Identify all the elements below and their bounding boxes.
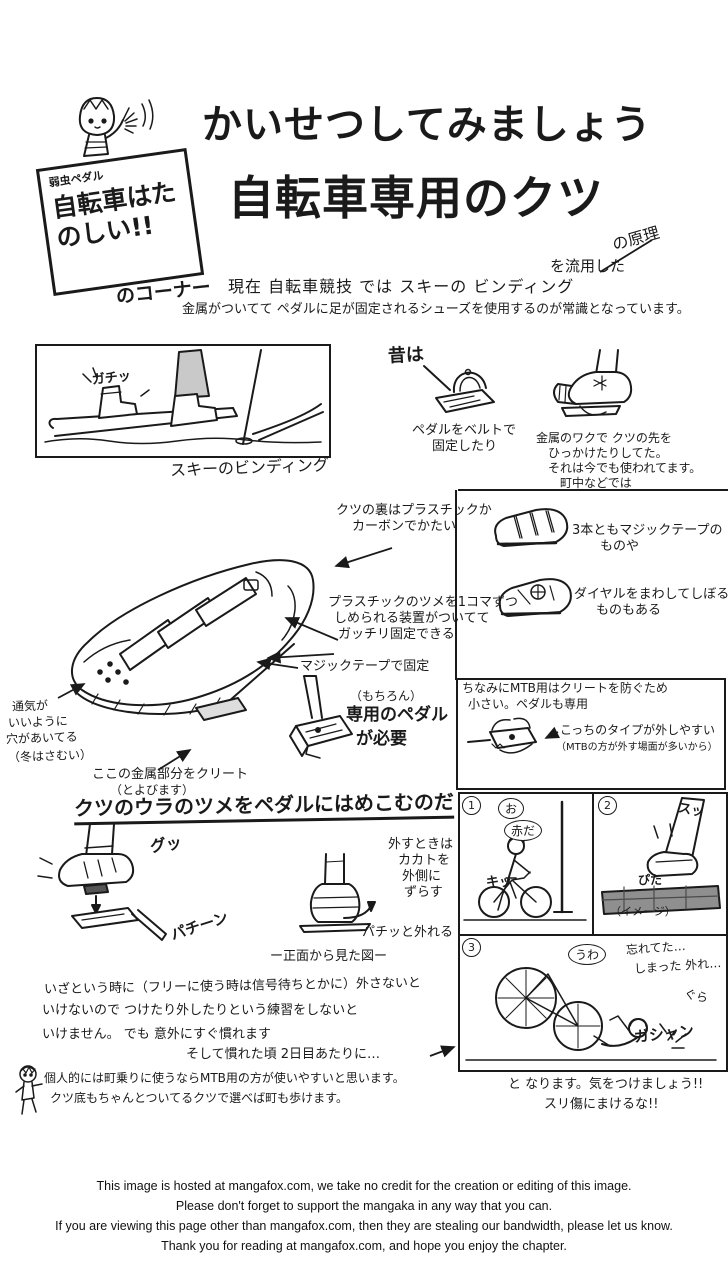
clip-caption-1: 金属のワクで クツの先を	[536, 431, 672, 445]
road-pedal-illustration	[262, 674, 358, 786]
page-title-line2: 自転車専用のクツ	[228, 171, 604, 225]
title-insert-note: を流用した	[550, 257, 626, 275]
practice-line1: いざという時に（フリーに使う時は信号待ちとかに）外さないと	[43, 975, 422, 998]
vent-note-3: 穴があいてる	[5, 729, 78, 747]
velcro-variant-1: 3本ともマジックテープの	[572, 523, 723, 538]
velcro-variant-2: ものや	[600, 539, 640, 554]
footer-line1: This image is hosted at mangafox.com, we…	[96, 1179, 632, 1193]
pedal-note-2: 専用のペダル	[346, 705, 448, 725]
comic-p1-bubble1: お	[498, 798, 525, 819]
hosting-footer: This image is hosted at mangafox.com, we…	[0, 1176, 728, 1256]
sole-note-2: カーボンでかたい	[352, 519, 457, 534]
mtb-note2: （MTBの方が外す場面が多いから）	[556, 742, 718, 753]
old-days-heading: 昔は	[387, 344, 425, 367]
clip-caption-2: ひっかけたりしてた。	[548, 446, 668, 460]
rule-vertical-divider	[455, 490, 457, 680]
comic-p1-illustration	[460, 794, 590, 932]
mtb-note1: こっちのタイプが外しやすい	[560, 723, 716, 737]
vent-note-1: 通気が	[11, 698, 49, 714]
ratchet-note-2: しめられる装置がついてて	[334, 611, 490, 626]
mtb-line2: 小さい。ペダルも専用	[468, 697, 589, 711]
cleat-note-1: ここの金属部分をクリート	[92, 767, 249, 782]
comic-p1-bubble2: 赤だ	[504, 820, 543, 841]
mtb-pedal-illustration	[462, 700, 562, 780]
pedal-note-1: （もちろん）	[350, 689, 423, 703]
intro-line1: 現在 自転車競技 では スキーの ビンディング	[228, 277, 575, 296]
sign-text: 自転車はたのしい!!	[50, 177, 178, 253]
practice-line3: いけません。 でも 意外にすぐ慣れます	[42, 1027, 272, 1042]
vent-note-4: （冬はさむい）	[7, 747, 93, 765]
sole-note-1: クツの裏はプラスチックか	[336, 503, 492, 518]
front-view-caption: ー正面から見た図ー	[270, 949, 388, 964]
personal-line1: 個人的には町乗りに使うならMTB用の方が使いやすいと思います。	[44, 1071, 405, 1085]
clip-caption-4: 町中などでは	[560, 476, 632, 490]
footer-line2: Please don't forget to support the manga…	[175, 1199, 553, 1213]
mtb-line1: ちなみにMTB用はクリートを防ぐため	[462, 681, 668, 695]
clip-caption-3: それは今でも使われてます。	[548, 461, 702, 475]
comic-panel2-number: 2	[598, 796, 617, 815]
release-note-2: カカトを	[398, 853, 451, 868]
practice-line4: そして慣れた頃 2日目あたりに…	[186, 1047, 381, 1062]
release-sfx: パチッと外れる	[362, 925, 454, 940]
practice-line2: いけないので つけたり外したりという練習をしないと	[42, 1003, 359, 1018]
comic-p2-sfx2: ぴた	[638, 873, 663, 887]
ski-caption: スキーのビンディング	[169, 455, 330, 480]
intro-line2: 金属がついてて ペダルに足が固定されるシューズを使用するのが常識となっています。	[182, 302, 690, 317]
comic-outro-2: スリ傷にまけるな!!	[544, 1097, 659, 1112]
ski-binding-illustration	[37, 346, 329, 456]
ratchet-note-3: ガッチリ固定できる	[338, 627, 455, 642]
corner-sign: 弱虫ペダル 自転車はたのしい!!	[35, 148, 205, 296]
release-note-1: 外すときは	[388, 837, 454, 852]
comic-p3-bubble1: うわ	[568, 944, 607, 965]
cleat-note-2: （とよびます）	[110, 783, 195, 797]
footer-line4: Thank you for reading at mangafox.com, a…	[161, 1239, 567, 1253]
rule-horizontal-right	[458, 489, 728, 491]
strap-caption-2: 固定したり	[432, 439, 498, 454]
release-note-4: ずらす	[404, 885, 443, 900]
velcro-note: マジックテープで固定	[300, 659, 430, 674]
title-suffix-note: の原理	[610, 222, 662, 255]
toe-clip-illustration	[550, 346, 650, 434]
footer-line3: If you are viewing this page other than …	[55, 1219, 673, 1233]
dial-variant-1: ダイヤルをまわしてしぼる	[574, 587, 728, 602]
strap-caption-1: ペダルをベルトで	[412, 423, 517, 438]
vent-note-2: いいように	[7, 713, 68, 731]
personal-line2: クツ底もちゃんとついてるクツで選べば町も歩けます。	[50, 1091, 348, 1105]
comic-panel3-number: 3	[462, 938, 481, 957]
comic-divider-horizontal	[460, 934, 726, 936]
strap-pedal-illustration	[416, 360, 511, 426]
comic-outro-1: と なります。気をつけましょう!!	[508, 1077, 704, 1092]
clip-in-header: クツのウラのツメをペダルにはめこむのだ	[74, 790, 455, 826]
page-title-line1: かいせつしてみましょう	[202, 102, 652, 148]
small-mascot-illustration	[12, 1062, 46, 1122]
comic-p1-sfx: キッ	[486, 875, 513, 890]
velcro-shoe-illustration	[486, 494, 578, 560]
dial-variant-2: ものもある	[596, 603, 662, 618]
comic-p2-note: （イメージ）	[610, 905, 676, 918]
release-note-3: 外側に	[402, 869, 442, 884]
ratchet-note-1: プラスチックのツメを1コマずつ	[328, 595, 519, 610]
pedal-note-3: が必要	[356, 729, 407, 749]
comic-panel1-number: 1	[462, 796, 481, 815]
comic-divider-vertical	[592, 794, 594, 934]
